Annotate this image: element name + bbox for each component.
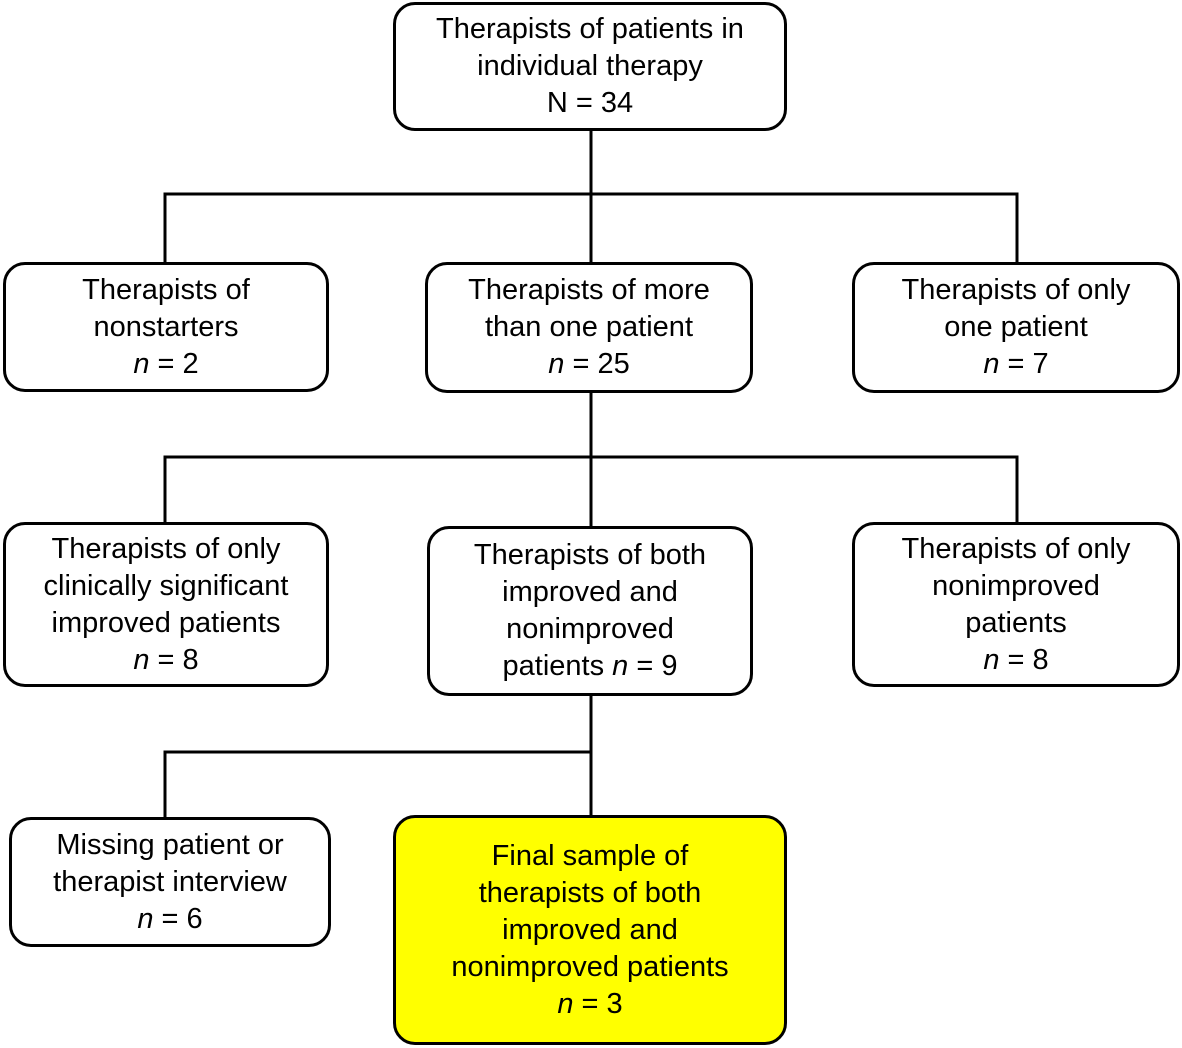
count-value: 25: [597, 348, 630, 380]
node-nonstarters-line-2: nonstarters: [93, 310, 239, 343]
node-both-line-2: improved and: [502, 576, 678, 608]
node-only-improved-line-2: clinically significant: [43, 569, 289, 602]
node-final-line-1: Final sample of: [491, 839, 689, 872]
count-value: 2: [182, 347, 199, 380]
count-symbol: n: [133, 347, 150, 380]
count-symbol: N: [546, 87, 568, 119]
node-only-improved-line-1: Therapists of only: [51, 532, 281, 565]
node-root-count: N = 34: [546, 87, 634, 119]
count-prefix: patients: [502, 650, 605, 682]
node-only-nonimproved-line-1: Therapists of only: [901, 532, 1131, 565]
node-both-line-1: Therapists of both: [473, 539, 707, 571]
node-final-count: n = 3: [557, 987, 623, 1020]
node-only-improved-line-3: improved patients: [51, 606, 281, 639]
node-missing-count: n = 6: [137, 902, 203, 935]
node-both-line-3: nonimproved: [506, 613, 674, 645]
node-final-sample: Final sample of therapists of both impro…: [393, 815, 787, 1045]
node-final-line-4: nonimproved patients: [451, 950, 729, 983]
node-missing-line-2: therapist interview: [53, 865, 287, 898]
node-more-than-one: Therapists of more than one patient n = …: [425, 262, 753, 393]
count-symbol: n: [983, 348, 1000, 380]
node-only-nonimproved-line-2: nonimproved: [932, 569, 1100, 602]
node-final-line-3: improved and: [502, 913, 678, 946]
count-symbol: n: [557, 987, 574, 1020]
count-symbol: n: [612, 650, 629, 682]
count-symbol: n: [137, 902, 154, 935]
count-value: 3: [606, 987, 623, 1020]
node-nonstarters-line-1: Therapists of: [82, 273, 250, 306]
node-only-nonimproved-count: n = 8: [983, 643, 1049, 676]
count-value: 8: [182, 643, 199, 676]
count-value: 8: [1032, 643, 1049, 676]
node-only-one-line-1: Therapists of only: [901, 274, 1131, 306]
count-value: 34: [600, 87, 634, 119]
node-both-count: patients n = 9: [502, 650, 678, 682]
count-symbol: n: [133, 643, 150, 676]
count-value: 6: [186, 902, 203, 935]
node-root-line-1: Therapists of patients in: [436, 13, 744, 45]
node-only-improved: Therapists of only clinically significan…: [3, 522, 329, 687]
node-nonstarters-count: n = 2: [133, 347, 199, 380]
count-value: 9: [661, 650, 678, 682]
node-only-nonimproved: Therapists of only nonimproved patients …: [852, 522, 1180, 687]
node-root-line-2: individual therapy: [477, 50, 703, 82]
node-root: Therapists of patients in individual the…: [393, 2, 787, 131]
node-more-than-one-line-1: Therapists of more: [468, 274, 710, 306]
count-symbol: n: [983, 643, 1000, 676]
node-more-than-one-count: n = 25: [548, 348, 630, 380]
node-final-line-2: therapists of both: [478, 876, 702, 909]
node-only-one-count: n = 7: [983, 348, 1049, 380]
node-only-improved-count: n = 8: [133, 643, 199, 676]
node-missing: Missing patient or therapist interview n…: [9, 817, 331, 947]
node-only-one: Therapists of only one patient n = 7: [852, 262, 1180, 393]
node-nonstarters: Therapists of nonstarters n = 2: [3, 262, 329, 392]
node-only-nonimproved-line-3: patients: [965, 606, 1067, 639]
node-more-than-one-line-2: than one patient: [484, 311, 693, 343]
node-missing-line-1: Missing patient or: [56, 828, 284, 861]
node-only-one-line-2: one patient: [944, 311, 1088, 343]
node-both: Therapists of both improved and nonimpro…: [427, 526, 753, 696]
count-symbol: n: [548, 348, 565, 380]
count-value: 7: [1032, 348, 1049, 380]
